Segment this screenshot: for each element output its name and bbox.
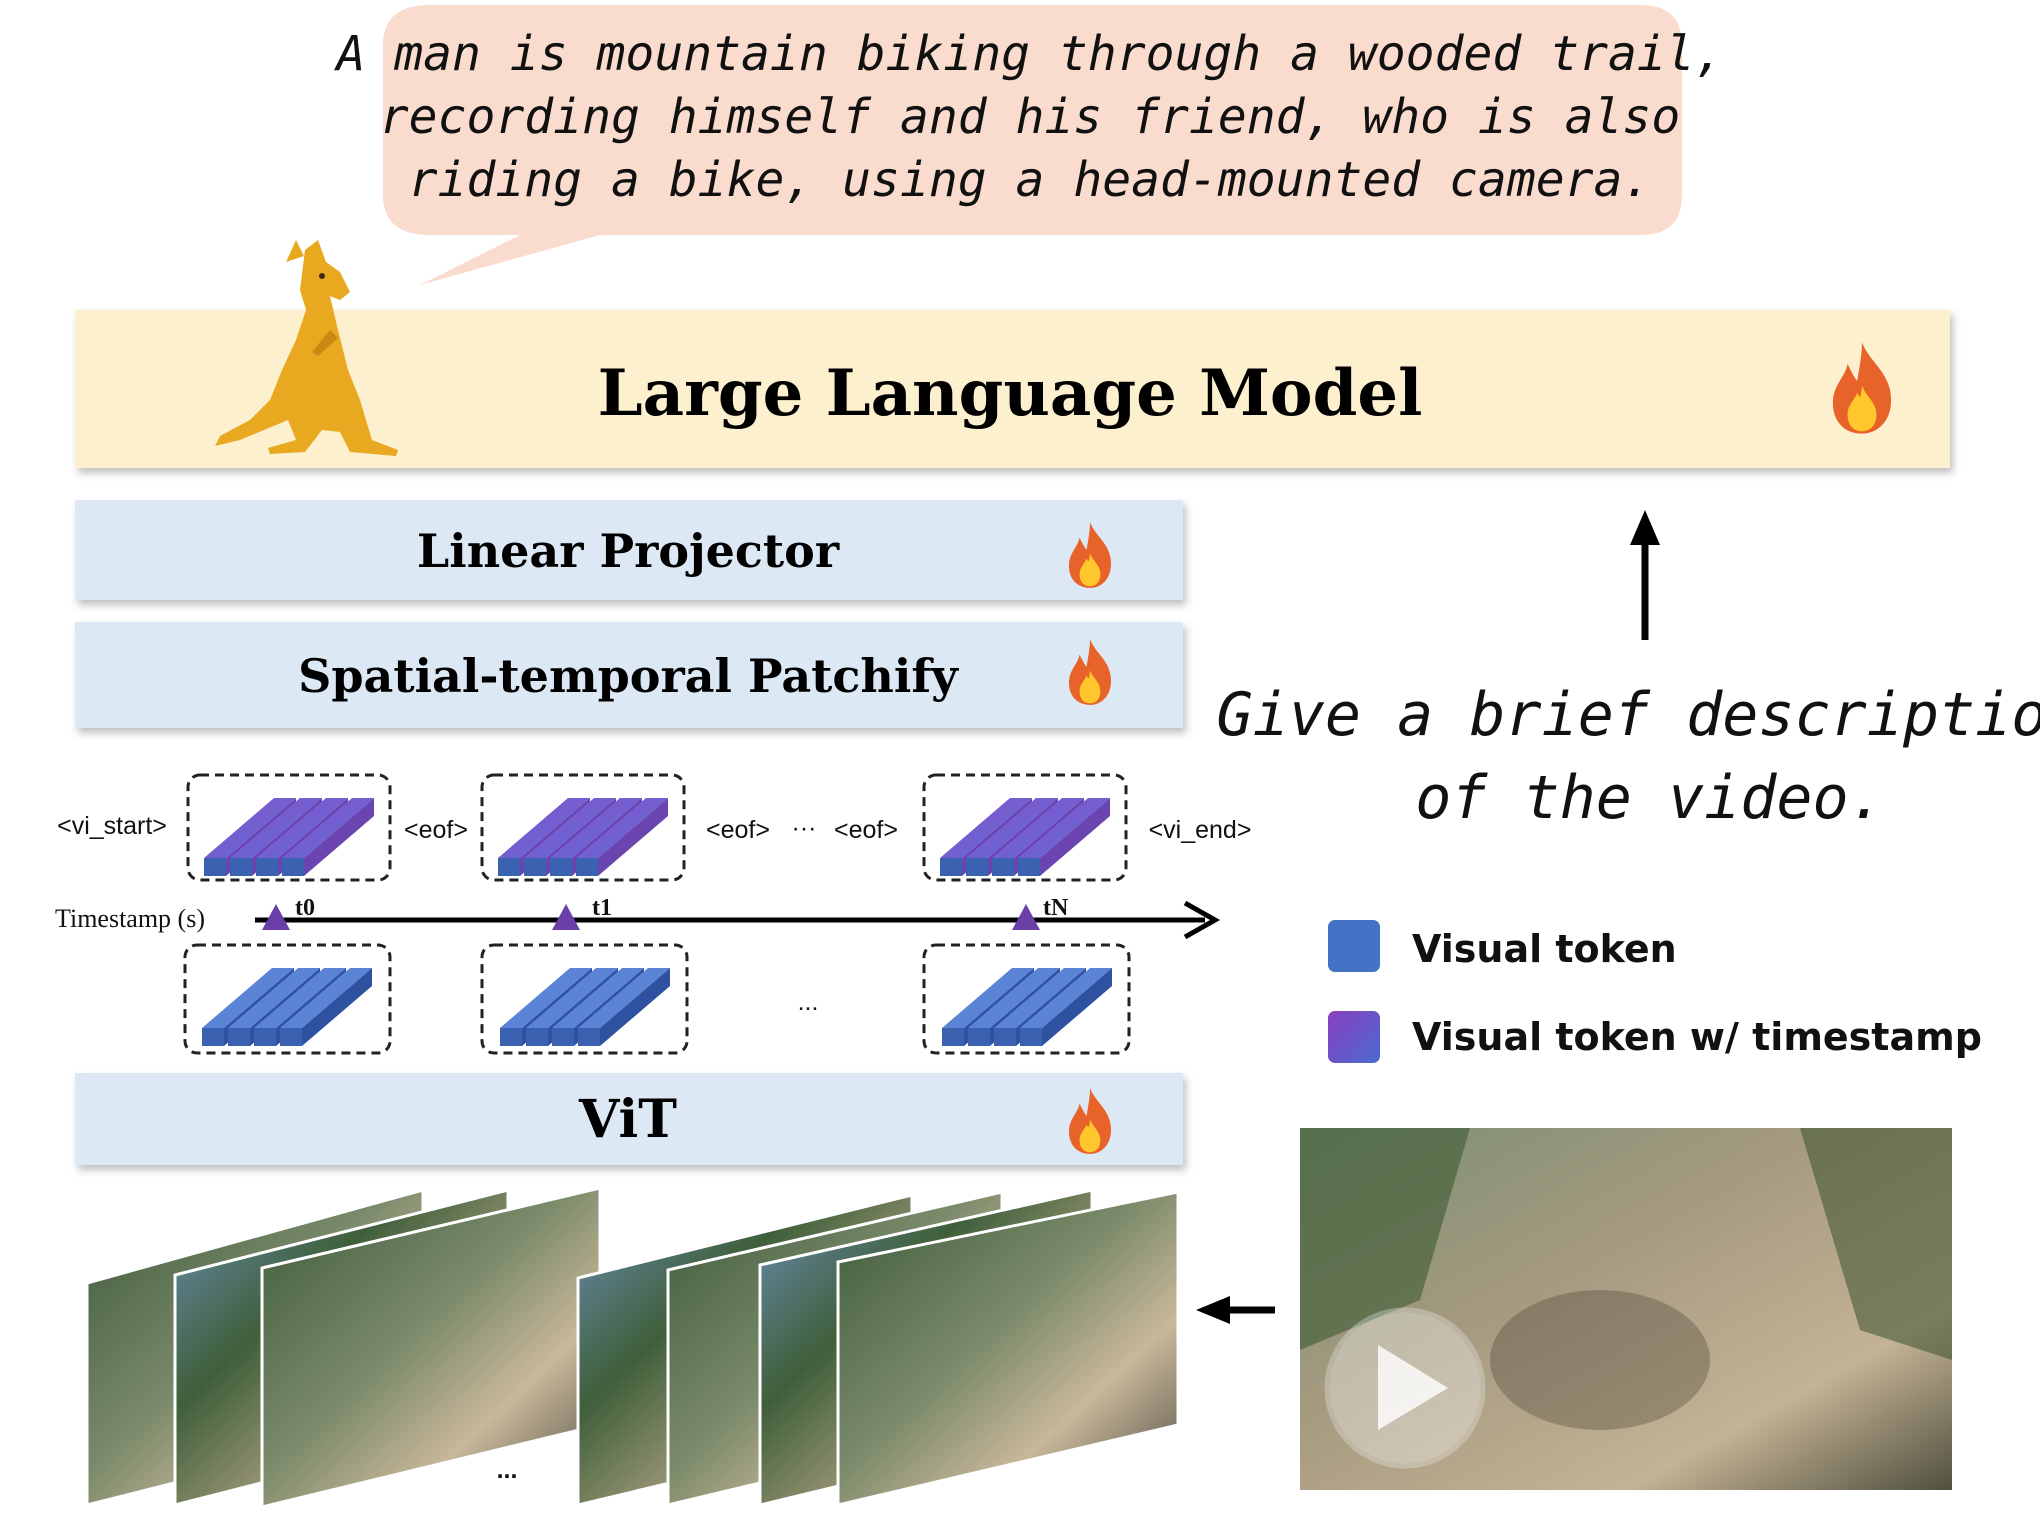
- video-frame: [836, 1190, 1180, 1507]
- eof-token: <eof>: [834, 816, 898, 844]
- arrow-up-icon: [1630, 510, 1660, 640]
- vit-block: ViT: [75, 1073, 1183, 1165]
- speech-bubble: A man is mountain biking through a woode…: [333, 5, 1724, 285]
- tick-label-t0: t0: [295, 895, 315, 921]
- patchify-block: Spatial-temporal Patchify: [75, 622, 1183, 728]
- token-group-box: [186, 773, 392, 882]
- kangaroo-icon: [215, 240, 398, 456]
- patchify-title: Spatial-temporal Patchify: [298, 649, 959, 703]
- visual-token-row: ...: [183, 943, 1131, 1055]
- legend-label-timestamp-token: Visual token w/ timestamp: [1412, 1015, 1982, 1059]
- timestamp-token-stack: [940, 798, 1110, 876]
- visual-token-stack: [500, 968, 670, 1046]
- tick-label-tN: tN: [1043, 895, 1069, 921]
- token-group-box: [183, 943, 392, 1055]
- video-frames: ...: [85, 1186, 1180, 1509]
- speech-line-3: riding a bike, using a head-mounted came…: [409, 152, 1652, 208]
- llm-title: Large Language Model: [598, 356, 1423, 431]
- tick-label-t1: t1: [592, 895, 612, 921]
- legend-swatch-visual-token: [1328, 920, 1380, 972]
- speech-line-2: recording himself and his friend, who is…: [380, 89, 1680, 145]
- timestamp-axis-label: Timestamp (s): [55, 904, 205, 933]
- token-group-box: [922, 773, 1128, 882]
- vit-title: ViT: [578, 1089, 677, 1150]
- llm-block: Large Language Model: [75, 240, 1950, 468]
- eof-token: <eof>: [706, 816, 770, 844]
- timeline: Timestamp (s) t0 t1 tN: [55, 895, 1221, 940]
- timestamp-token-stack: [204, 798, 374, 876]
- frames-ellipsis: ...: [497, 1456, 518, 1484]
- input-video-thumbnail[interactable]: [1300, 1128, 1952, 1490]
- visual-token-stack: [942, 968, 1112, 1046]
- token-group-box: [922, 943, 1131, 1055]
- speech-line-1: A man is mountain biking through a woode…: [333, 26, 1723, 82]
- timestamp-marker: [1012, 904, 1040, 930]
- timestamp-marker: [262, 904, 290, 930]
- legend: Visual token Visual token w/ timestamp: [1328, 920, 1982, 1063]
- token-ellipsis: ···: [792, 814, 817, 842]
- prompt-text: Give a brief description of the video.: [1217, 680, 2040, 833]
- timestamp-token-stack: [498, 798, 668, 876]
- token-group-box: [480, 943, 689, 1055]
- eof-token: <eof>: [404, 816, 468, 844]
- vi-start-token: <vi_start>: [57, 812, 167, 840]
- legend-label-visual-token: Visual token: [1412, 927, 1677, 971]
- legend-swatch-timestamp-token: [1328, 1011, 1380, 1063]
- prompt-line-2: of the video.: [1415, 763, 1885, 833]
- timestamped-token-row: <vi_start> <eof> <eof> ··· <eof> <vi_end…: [57, 773, 1252, 882]
- prompt-line-1: Give a brief description: [1217, 680, 2040, 750]
- token-ellipsis: ...: [798, 988, 819, 1016]
- arrow-left-icon: [1196, 1296, 1275, 1324]
- play-triangle: [1378, 1345, 1448, 1430]
- projector-title: Linear Projector: [417, 524, 840, 578]
- visual-token-stack: [202, 968, 372, 1046]
- vi-end-token: <vi_end>: [1149, 816, 1252, 844]
- linear-projector-block: Linear Projector: [75, 500, 1183, 600]
- timestamp-marker: [552, 904, 580, 930]
- token-group-box: [480, 773, 686, 882]
